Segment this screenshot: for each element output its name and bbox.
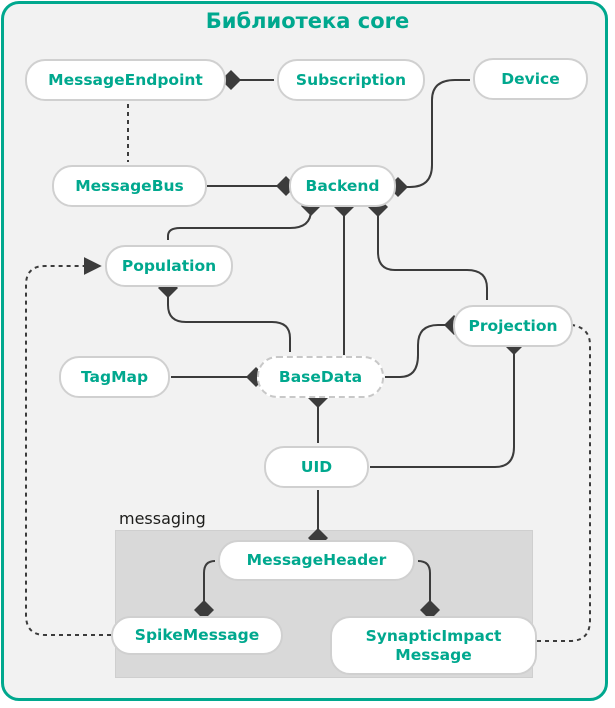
node-projection[interactable]: Projection — [453, 305, 573, 347]
node-spike-message[interactable]: SpikeMessage — [111, 616, 283, 655]
node-message-endpoint[interactable]: MessageEndpoint — [25, 59, 226, 101]
messaging-group-label: messaging — [119, 509, 206, 528]
node-uid[interactable]: UID — [264, 446, 369, 488]
edge-messageheader-synapticimpactmessage — [417, 560, 440, 620]
edge-basedata-population — [158, 278, 291, 352]
edge-population-backend — [167, 196, 321, 240]
node-tag-map[interactable]: TagMap — [59, 356, 170, 398]
node-message-bus[interactable]: MessageBus — [52, 165, 207, 207]
edge-device-backend — [388, 79, 470, 197]
node-message-header[interactable]: MessageHeader — [218, 540, 415, 581]
diagram-title: Библиотека core — [205, 9, 410, 33]
node-synaptic-impact-message[interactable]: SynapticImpact Message — [330, 616, 537, 675]
edge-projection-backend — [368, 197, 488, 300]
node-population[interactable]: Population — [105, 245, 233, 287]
edge-messageheader-spikemessage — [194, 560, 216, 620]
edge-basedata-projection — [385, 315, 464, 378]
edge-synapticimpactmessage-projection — [537, 324, 591, 642]
node-backend[interactable]: Backend — [289, 165, 396, 207]
edge-uid-projection — [370, 335, 524, 468]
node-device[interactable]: Device — [473, 58, 588, 100]
node-base-data[interactable]: BaseData — [257, 356, 384, 398]
edge-spikemessage-population — [25, 257, 111, 636]
node-subscription[interactable]: Subscription — [277, 59, 425, 101]
